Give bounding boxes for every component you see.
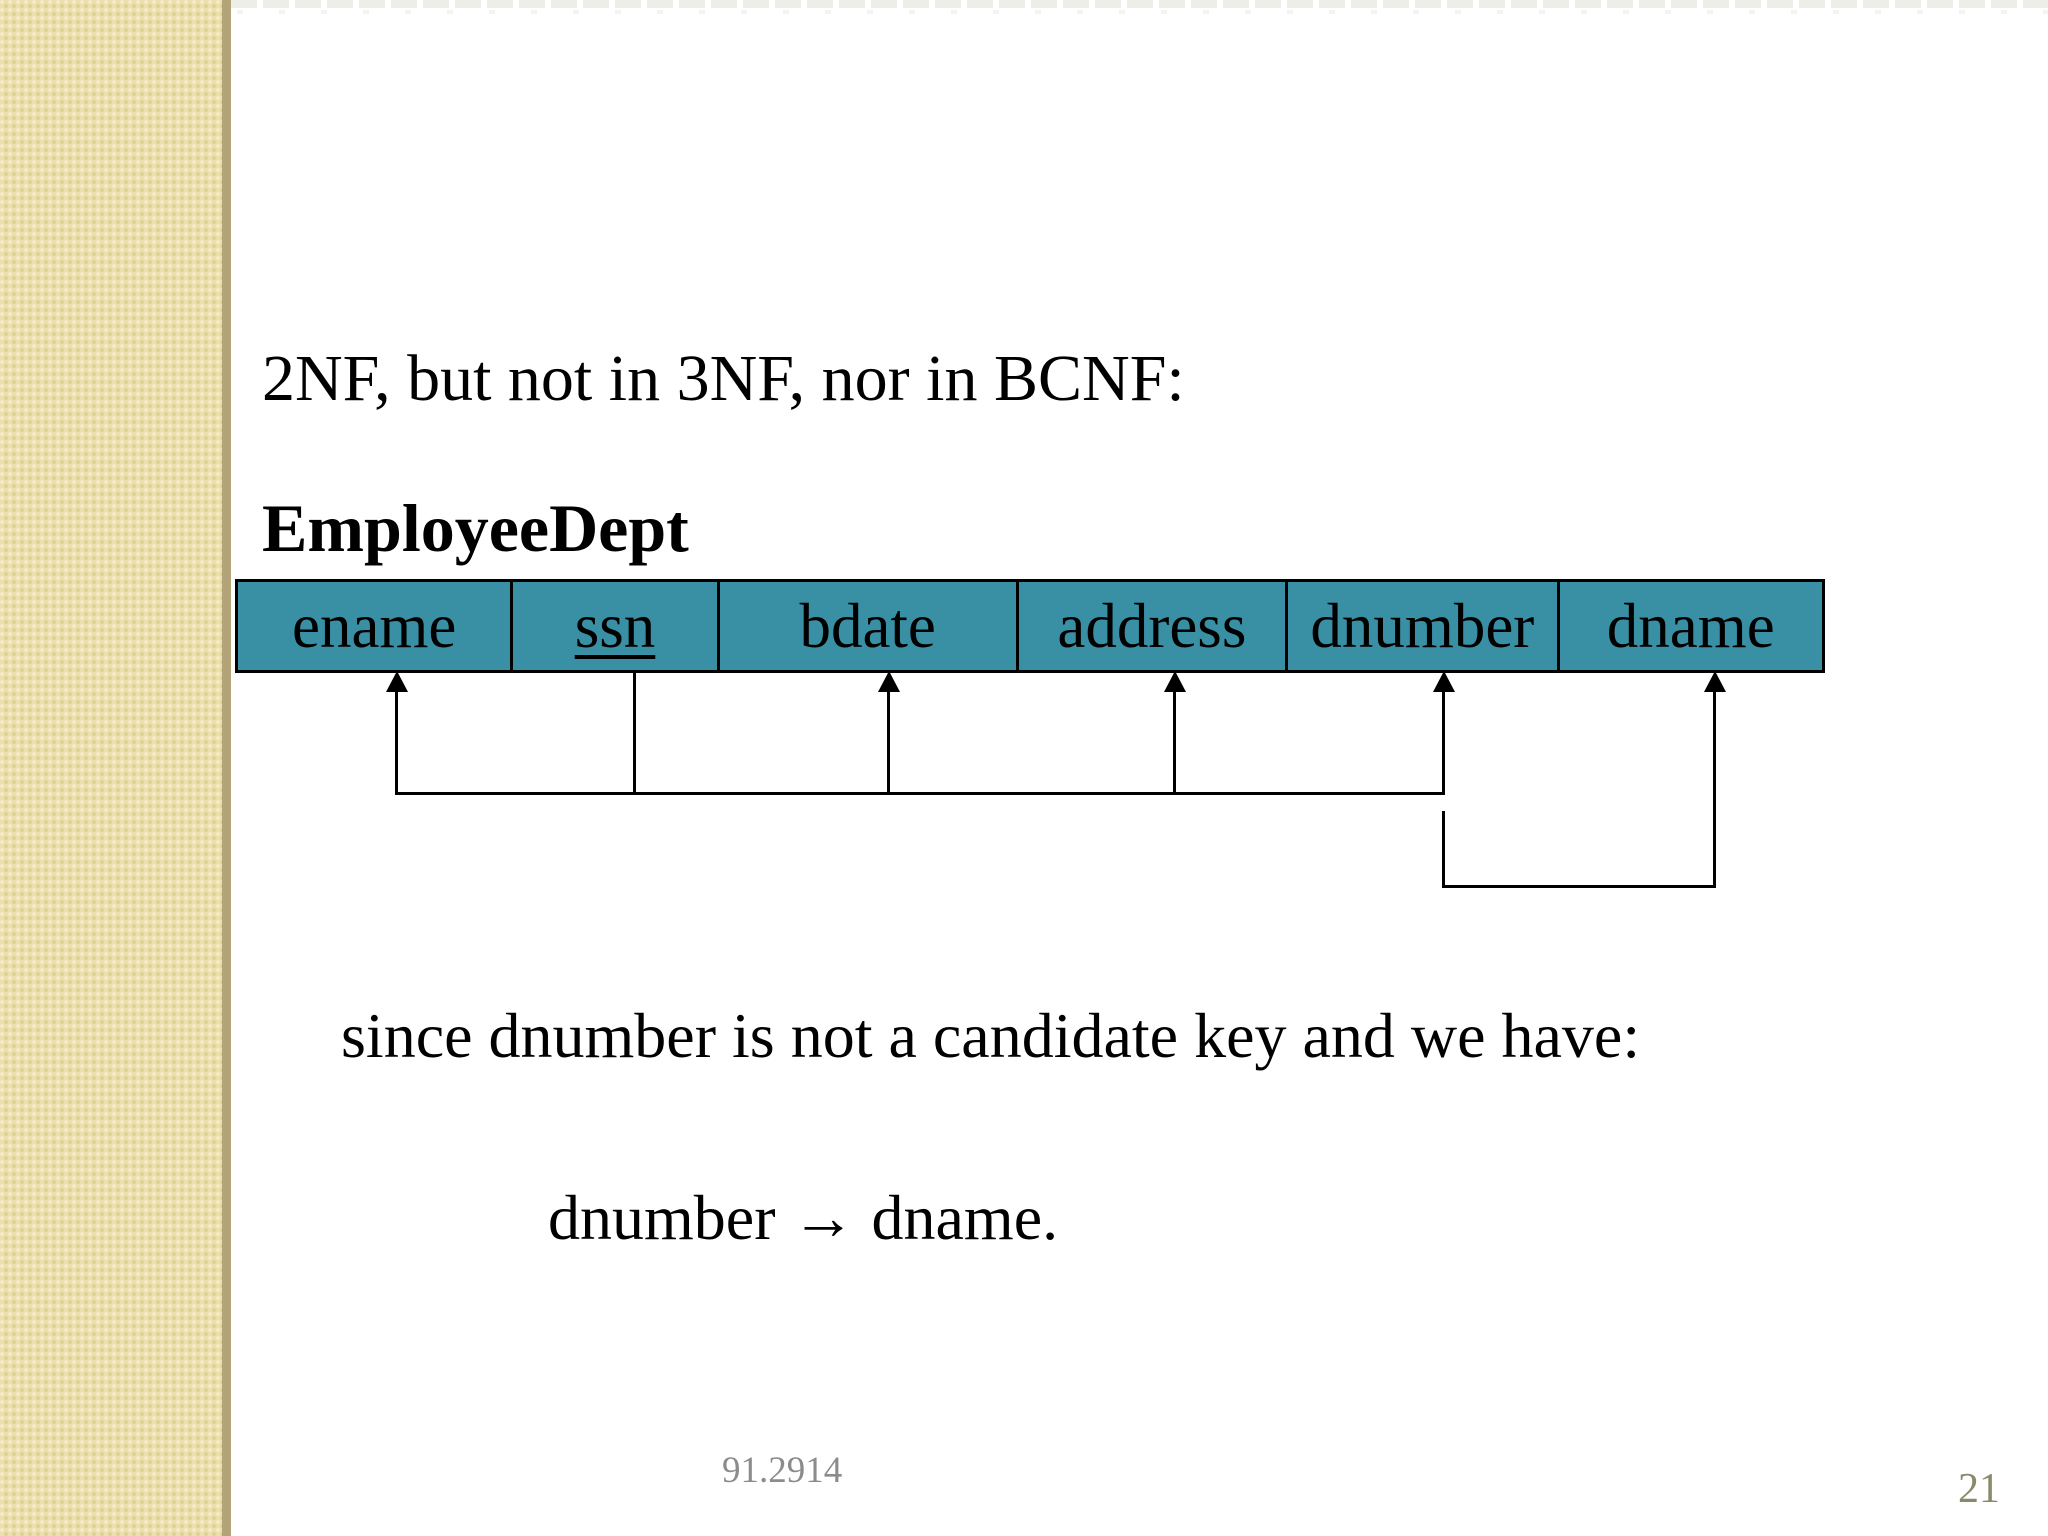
- fd2-bus-line: [1442, 885, 1716, 888]
- explanation-text: since dnumber is not a candidate key and…: [341, 1000, 1641, 1071]
- fd1-arrowhead-address: [1164, 671, 1186, 692]
- fd1-ssn-source-line: [633, 673, 636, 795]
- relation-schema-table: ename ssn bdate address dnumber dname: [235, 579, 1825, 673]
- fd1-arrowhead-dnumber: [1433, 671, 1455, 692]
- fd1-arrow-shaft-dnumber: [1442, 690, 1445, 795]
- sidebar-texture: [0, 0, 222, 1536]
- column-dnumber: dnumber: [1288, 582, 1560, 670]
- page-number: 21: [1958, 1466, 2000, 1512]
- column-ssn: ssn: [513, 582, 720, 670]
- fd-formula-text: dnumber → dname.: [548, 1182, 1059, 1253]
- column-label-dname: dname: [1606, 590, 1775, 661]
- column-label-ssn-primary-key: ssn: [574, 590, 656, 661]
- column-address: address: [1019, 582, 1289, 670]
- fd1-arrowhead-ename: [386, 671, 408, 692]
- fd1-arrowhead-bdate: [878, 671, 900, 692]
- fd1-arrow-shaft-ename: [395, 690, 398, 795]
- column-label-bdate: bdate: [799, 590, 936, 661]
- column-label-ename: ename: [291, 590, 457, 661]
- column-label-address: address: [1057, 590, 1247, 661]
- fd1-arrow-shaft-address: [1173, 690, 1176, 795]
- slide-title: 2NF, but not in 3NF, nor in BCNF:: [262, 342, 1185, 415]
- relation-name: EmployeeDept: [262, 490, 689, 566]
- fd2-dnumber-source-line: [1442, 811, 1445, 888]
- fd2-arrow-shaft-dname: [1713, 690, 1716, 888]
- course-code-footer: 91.2914: [722, 1450, 843, 1491]
- fd1-bus-line: [396, 792, 1445, 795]
- column-label-dnumber: dnumber: [1310, 590, 1535, 661]
- column-ename: ename: [238, 582, 514, 670]
- top-border-pattern: [231, 0, 2048, 14]
- sidebar-edge-line: [222, 0, 231, 1536]
- column-dname: dname: [1560, 582, 1822, 670]
- fd2-arrowhead-dname: [1704, 671, 1726, 692]
- column-bdate: bdate: [720, 582, 1019, 670]
- fd1-arrow-shaft-bdate: [887, 690, 890, 795]
